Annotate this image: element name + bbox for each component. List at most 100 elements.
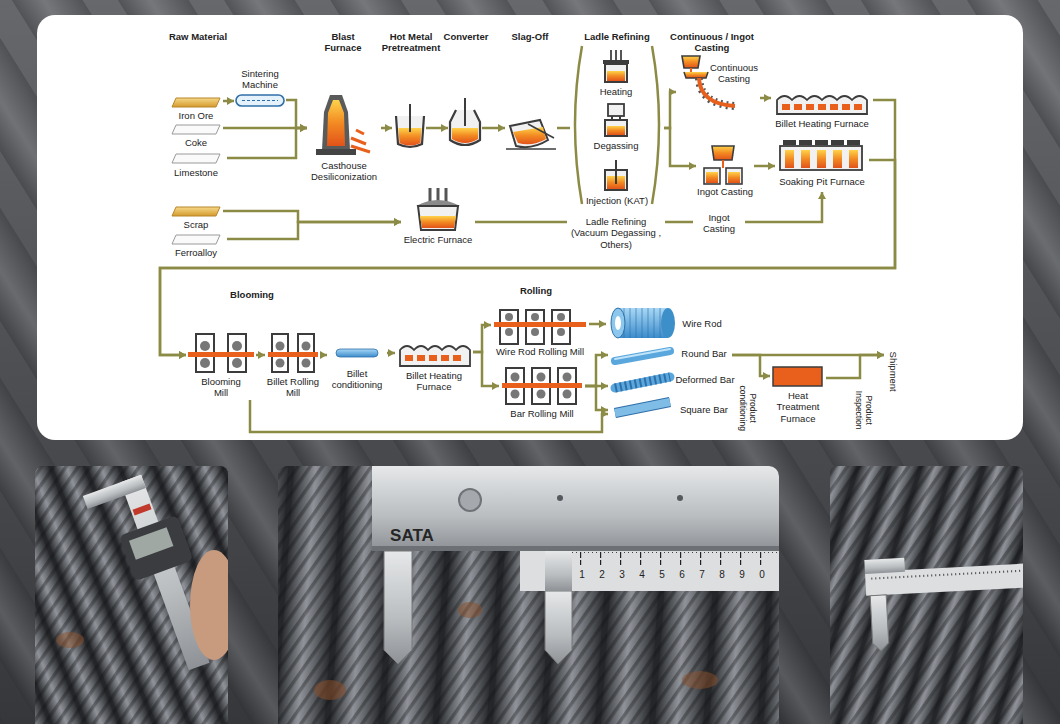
step-note: Product conditioning (738, 378, 758, 438)
flow-line (585, 386, 608, 410)
slag-off-icon (528, 124, 554, 138)
rebar-photo (278, 466, 779, 724)
node-label: Ingot Casting (697, 186, 753, 197)
rebar-photo (278, 466, 779, 724)
arrow-head (498, 124, 505, 132)
node-label: Ingot Casting (694, 212, 744, 235)
soaking-pit-icon (780, 140, 862, 170)
billet-heating-furnace-icon (400, 346, 470, 366)
raw-material-node: Coke (169, 123, 223, 150)
arrow-head (385, 124, 392, 132)
bar-product-icons (615, 402, 670, 413)
node-label: Billet Heating Furnace (772, 118, 872, 129)
rebar-photo (278, 466, 779, 724)
ladle-degassing-icon (605, 104, 627, 136)
arrow-head (300, 124, 307, 132)
ingot-casting-icon (728, 172, 740, 183)
node-label: Shipment (887, 346, 898, 396)
billet-heating-furnace-icon (818, 104, 826, 110)
flow-connector (160, 100, 895, 359)
billet-heating-furnace-icon (830, 104, 838, 110)
billet-heating-furnace-icon (794, 104, 802, 110)
rebar-photo (459, 489, 481, 511)
scale-number: 2 (596, 569, 608, 581)
arrow-head (300, 124, 307, 132)
blooming-mill-icon (200, 341, 210, 351)
bar-rolling-mill-icon (537, 390, 546, 399)
wire-rod-coil-icon (611, 308, 675, 338)
flow-connector (557, 128, 570, 129)
bar-rolling-mill-icon (563, 373, 572, 382)
electric-furnace-icon (420, 216, 456, 228)
bar-rolling-mill-icon (563, 390, 572, 399)
degassing-node: Degassing (589, 102, 643, 154)
flow-connector (227, 218, 401, 239)
rebar-photo (557, 495, 563, 501)
flow-connector (745, 192, 826, 222)
flow-line (665, 221, 693, 224)
pretreatment-ladle-icon (409, 104, 411, 132)
flow-line (223, 127, 307, 130)
soaking-pit-icon (817, 150, 826, 168)
billet-heating-furnace-icon (400, 346, 470, 366)
billet-rolling-mill-icon (302, 359, 311, 368)
billet-rolling-mill-node: Billet Rolling Mill (265, 328, 321, 400)
node-label: Billet Heating Furnace (396, 370, 472, 393)
ingot-casting-icon (706, 172, 718, 183)
continuous-casting-icon (684, 72, 708, 78)
column-heading: Blooming (222, 289, 282, 300)
rebar-photo (830, 466, 1023, 724)
soaking-pit-icon (815, 140, 828, 145)
wire-rod-coil-icon (611, 308, 625, 338)
ladle-refining-band: Ladle RefiningHeatingDegassingInjection … (570, 28, 664, 214)
raw-material-node: Limestone (165, 152, 227, 180)
node-label: Electric Furnace (402, 234, 474, 245)
billet-heating-furnace-icon (782, 104, 790, 110)
scale-number: 5 (656, 569, 668, 581)
blooming-mill-node: Blooming Mill (186, 328, 256, 400)
arrow-head (484, 321, 491, 329)
billet-heating-furnace-icon (453, 355, 461, 361)
column-heading: Rolling (511, 285, 561, 296)
continuous-casting-node: Continuous Casting (676, 54, 760, 110)
arrow-head (601, 382, 608, 390)
slag-off-icon (513, 127, 546, 144)
soaking-pit-icon (801, 150, 810, 168)
billet-heating-furnace-icon (842, 104, 850, 110)
arrow-head (492, 382, 499, 390)
billet-rolling-mill-icon (268, 334, 318, 372)
arrow-head (300, 124, 307, 132)
billet-heating-furnace-icon (806, 104, 814, 110)
sintering-machine-node: Sintering Machine (234, 93, 286, 108)
wire-rod-rolling-mill-icon (531, 328, 539, 336)
soaking-pit-icon (780, 146, 862, 170)
rebar-photo (129, 527, 173, 559)
flow-connector (585, 386, 608, 414)
wire-rod-rolling-mill-icon (494, 310, 586, 344)
rebar-photo (830, 466, 1023, 724)
round-bar-node: Round Bar (608, 344, 732, 366)
rebar-photo (372, 546, 779, 551)
ladle-heating-icon (605, 64, 627, 82)
rebar-photo (83, 475, 146, 509)
arrow-head (179, 351, 186, 359)
node-label: Wire Rod Rolling Mill (492, 346, 588, 357)
flow-connector (223, 97, 234, 105)
scale-number: 3 (616, 569, 628, 581)
flow-line (557, 127, 570, 130)
soaking-pit-furnace-node: Soaking Pit Furnace (775, 138, 869, 192)
soaking-pit-icon (849, 150, 858, 168)
billet-conditioning-icon (336, 349, 378, 357)
rebar-photo (830, 466, 1023, 724)
wire-rod-rolling-mill-icon (505, 313, 513, 321)
scale-number: 9 (736, 569, 748, 581)
flow-connector (732, 355, 770, 380)
wire-rod-rolling-mill-icon (531, 313, 539, 321)
flow-connector (664, 128, 696, 170)
billet-heating-furnace-node: Billet Heating Furnace (395, 338, 473, 398)
raw-material-bars (172, 207, 220, 216)
raw-material-bars (172, 235, 220, 244)
billet-heating-furnace-node: Billet Heating Furnace (771, 90, 873, 132)
